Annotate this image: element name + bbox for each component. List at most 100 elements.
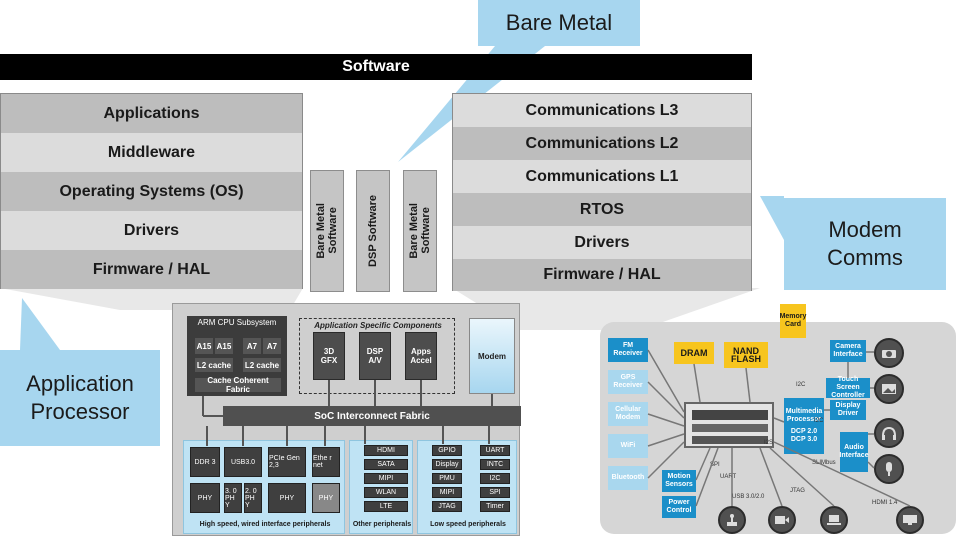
intc-item: INTC — [480, 459, 510, 470]
bus-label-usb: USB 3.0/2.0 — [732, 494, 765, 500]
modem-block: Modem — [469, 318, 515, 394]
stack-drivers: Drivers — [1, 211, 302, 251]
stack-comms-l3: Communications L3 — [453, 94, 751, 128]
hdmi-item: HDMI — [364, 445, 408, 456]
lte-item: LTE — [364, 501, 408, 512]
bus-label-spi: SPI — [710, 462, 720, 468]
bus-label-slimbus: SLIMbus — [812, 460, 836, 466]
wlan-item: WLAN — [364, 487, 408, 498]
dsp-software-column: DSP Software — [356, 170, 390, 292]
stack-rtos: RTOS — [453, 193, 751, 227]
pcie-block: PCIe Gen 2,3 — [268, 447, 306, 477]
app-specific-title: Application Specific Components — [314, 321, 442, 330]
app-specific-components: Application Specific Components — [299, 318, 455, 394]
stack-middleware: Middleware — [1, 133, 302, 173]
sata-item: SATA — [364, 459, 408, 470]
microphone-icon — [874, 454, 904, 484]
cache-coherent-fabric: Cache Coherent Fabric — [195, 376, 281, 394]
other-peripherals: HDMI SATA MIPI WLAN LTE Other peripheral… — [349, 440, 413, 534]
bus-label-i2c-1: I2C — [796, 382, 806, 388]
other-peripherals-label: Other peripherals — [352, 521, 412, 528]
camera-icon — [874, 338, 904, 368]
bare-metal-callout: Bare Metal — [478, 0, 640, 46]
software-bar: Software — [0, 54, 752, 80]
stack-modem-firmware: Firmware / HAL — [453, 259, 751, 291]
dram-module: DRAM — [674, 342, 714, 364]
headphones-icon — [874, 418, 904, 448]
pmu-item: PMU — [432, 473, 462, 484]
phy-block-2: PHY — [268, 483, 306, 513]
usb3-block: USB3.0 — [224, 447, 262, 477]
stack-applications: Applications — [1, 94, 302, 134]
bus-label-uart: UART — [720, 474, 737, 480]
phy-block-1: PHY — [190, 483, 220, 513]
low-speed-label: Low speed peripherals — [430, 521, 506, 528]
display-item: Display — [432, 459, 462, 470]
bus-label-hdmi: HDMI 1.4 — [872, 500, 898, 506]
high-speed-peripherals: DDR 3 USB3.0 PCIe Gen 2,3 Ethe r net PHY… — [183, 440, 345, 534]
core-a15-2: A15 — [215, 338, 233, 354]
ddr3-block: DDR 3 — [190, 447, 220, 477]
stack-modem-drivers: Drivers — [453, 226, 751, 260]
timer-item: Timer — [480, 501, 510, 512]
l2-cache-2: L2 cache — [243, 358, 281, 372]
board-soc-chip — [684, 402, 774, 448]
spi-item: SPI — [480, 487, 510, 498]
bus-label-jtag: JTAG — [790, 488, 805, 494]
bus-label-i2c-2: I2C — [814, 418, 824, 424]
usb3-phy-block: 3. 0 PH Y — [224, 483, 242, 513]
right-software-stack: Communications L3 Communications L2 Comm… — [452, 93, 752, 291]
usb2-phy-block: 2. 0 PH Y — [244, 483, 262, 513]
core-a15-1: A15 — [195, 338, 213, 354]
bluetooth-module: Bluetooth — [608, 466, 648, 490]
left-software-stack: Applications Middleware Operating System… — [0, 93, 303, 289]
uart-item: UART — [480, 445, 510, 456]
wifi-module: WiFi — [608, 434, 648, 458]
stack-operating-systems: Operating Systems (OS) — [1, 172, 302, 212]
phy-block-3: PHY — [312, 483, 340, 513]
laptop-icon — [820, 506, 848, 534]
arm-cpu-subsystem: ARM CPU Subsystem A15 A15 A7 A7 L2 cache… — [187, 316, 287, 396]
ethernet-block: Ethe r net — [312, 447, 340, 477]
i2c-item: I2C — [480, 473, 510, 484]
stack-firmware-hal: Firmware / HAL — [1, 250, 302, 289]
low-speed-peripherals: GPIO Display PMU MIPI JTAG UART INTC I2C… — [417, 440, 517, 534]
core-a7-1: A7 — [243, 338, 261, 354]
l2-cache-1: L2 cache — [195, 358, 233, 372]
gpio-item: GPIO — [432, 445, 462, 456]
mipi-low-item: MIPI — [432, 487, 462, 498]
stack-comms-l2: Communications L2 — [453, 127, 751, 161]
mipi-item: MIPI — [364, 473, 408, 484]
joystick-icon — [718, 506, 746, 534]
core-a7-2: A7 — [263, 338, 281, 354]
soc-interconnect-fabric: SoC Interconnect Fabric — [223, 406, 521, 426]
video-camera-icon — [768, 506, 796, 534]
picture-icon — [874, 374, 904, 404]
cpu-subsystem-title: ARM CPU Subsystem — [197, 318, 277, 327]
high-speed-label: High speed, wired interface peripherals — [199, 521, 331, 528]
soc-diagram: ARM CPU Subsystem A15 A15 A7 A7 L2 cache… — [172, 303, 521, 536]
monitor-icon — [896, 506, 924, 534]
jtag-item: JTAG — [432, 501, 462, 512]
bus-label-i2s: I2S — [764, 440, 774, 446]
